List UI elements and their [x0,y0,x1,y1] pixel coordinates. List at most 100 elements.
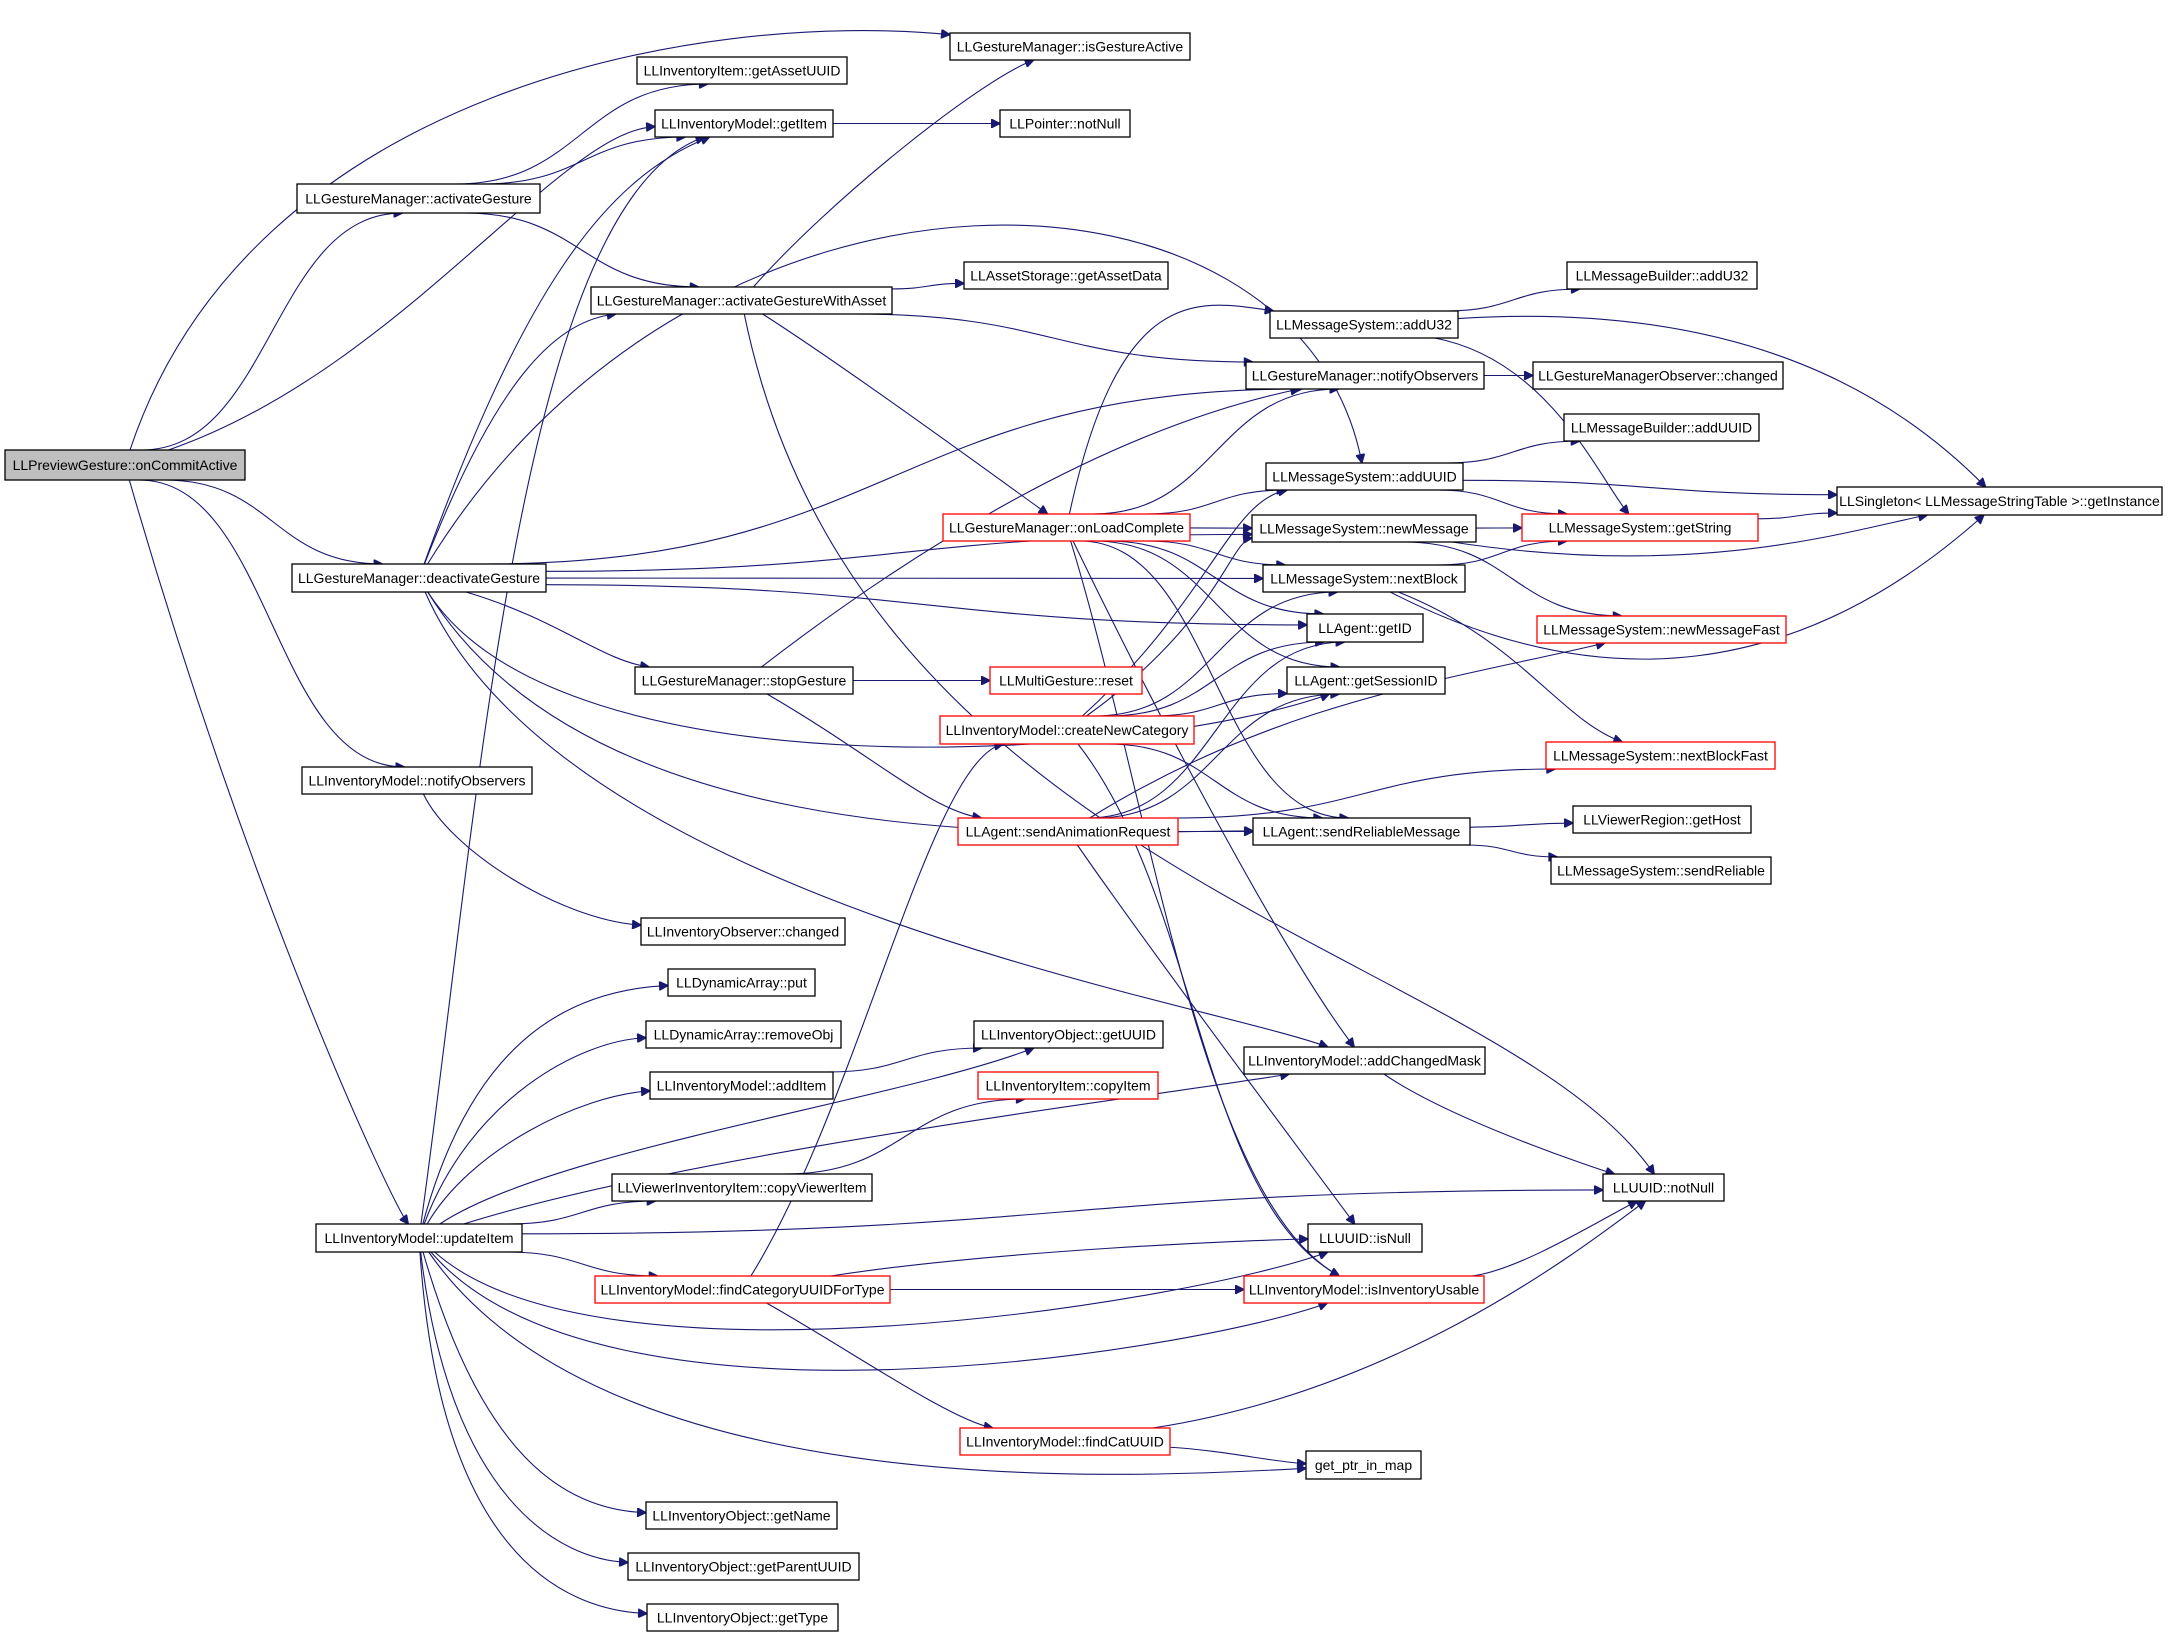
node-findCatUUID[interactable]: LLInventoryModel::findCatUUID [959,1427,1171,1456]
edge-deactivateGesture-to-msgSysAddUUID [427,224,1362,565]
node-sendReliableMessage[interactable]: LLAgent::sendReliableMessage [1252,817,1471,846]
node-invObjGetParentUUID[interactable]: LLInventoryObject::getParentUUID [627,1552,860,1581]
node-msgSysAddU32[interactable]: LLMessageSystem::addU32 [1269,310,1459,339]
node-msgSysNextBlockFast[interactable]: LLMessageSystem::nextBlockFast [1545,741,1776,770]
node-box [963,261,1169,290]
node-viewerInvItemCopy[interactable]: LLViewerInventoryItem::copyViewerItem [611,1173,873,1202]
node-pointerNotNull[interactable]: LLPointer::notNull [999,109,1131,138]
edge-sendAnimationRequest-to-agentGetID [1087,642,1345,819]
node-invObserverChanged[interactable]: LLInventoryObserver::changed [640,917,846,946]
edge-stopGesture-to-gmNotifyObservers [761,389,1299,668]
edge-stopGesture-to-sendAnimationRequest [766,693,981,818]
node-box [1265,462,1464,491]
node-msgSysNextBlock[interactable]: LLMessageSystem::nextBlock [1262,564,1466,593]
edge-findCategoryUUIDForType-to-findCatUUID [766,1302,992,1428]
edge-activateGesture-to-invItemGetAssetUUID [455,84,708,185]
node-gmObserverChanged[interactable]: LLGestureManagerObserver::changed [1532,361,1784,390]
node-box [1572,805,1752,834]
node-invModelGetItem[interactable]: LLInventoryModel::getItem [654,109,834,138]
node-label: LLMessageSystem::nextBlock [1270,571,1459,587]
node-gmNotifyObservers[interactable]: LLGestureManager::notifyObservers [1245,361,1485,390]
node-invObjGetUUID[interactable]: LLInventoryObject::getUUID [973,1020,1164,1049]
node-dynArrayPut[interactable]: LLDynamicArray::put [667,968,816,997]
node-assetStorageGetAssetData[interactable]: LLAssetStorage::getAssetData [963,261,1169,290]
node-box [1251,514,1477,543]
edge-onLoadComplete-to-msgSysAddU32 [1068,304,1273,515]
node-msgSysNewMessageFast[interactable]: LLMessageSystem::newMessageFast [1536,615,1787,644]
node-msgBuilderAddUUID[interactable]: LLMessageBuilder::addUUID [1563,413,1760,442]
edge-updateItem-to-invModelGetItem [420,137,705,1225]
node-label: LLDynamicArray::removeObj [654,1027,834,1043]
edge-onLoadComplete-to-sendReliableMessage [1079,540,1349,818]
edge-activateGestureWithAsset-to-uuidNotNull [743,313,1654,1174]
node-agentGetID[interactable]: LLAgent::getID [1306,613,1424,643]
node-box [1305,1450,1422,1480]
node-box [590,286,893,315]
node-findCategoryUUIDForType[interactable]: LLInventoryModel::findCategoryUUIDForTyp… [594,1275,891,1304]
node-invModelAddItem[interactable]: LLInventoryModel::addItem [649,1071,834,1100]
node-msgSysSendReliable[interactable]: LLMessageSystem::sendReliable [1550,856,1772,885]
node-onCommitActive[interactable]: LLPreviewGesture::onCommitActive [4,449,246,481]
node-box [654,109,834,138]
edge-updateItem-to-invObjGetName [422,1251,646,1513]
node-label: LLMessageSystem::nextBlockFast [1553,748,1768,764]
edge-deactivateGesture-to-agentGetSessionID [427,591,1329,748]
node-addChangedMask[interactable]: LLInventoryModel::addChangedMask [1243,1046,1486,1075]
edge-updateItem-to-invObjGetType [419,1251,647,1614]
node-label: LLInventoryModel::addItem [657,1078,827,1094]
edge-msgSysAddU32-to-singletonGetInstance [1457,315,1986,487]
edge-findCatUUID-to-uuidNotNull [1152,1201,1646,1429]
node-activateGestureWithAsset[interactable]: LLGestureManager::activateGestureWithAss… [590,286,893,315]
node-box [1532,361,1784,390]
node-isGestureActive[interactable]: LLGestureManager::isGestureActive [949,32,1191,61]
node-label: LLAgent::sendReliableMessage [1263,824,1461,840]
node-singletonGetInstance[interactable]: LLSingleton< LLMessageStringTable >::get… [1836,486,2163,516]
node-isInventoryUsable[interactable]: LLInventoryModel::isInventoryUsable [1243,1275,1485,1304]
node-msgSysAddUUID[interactable]: LLMessageSystem::addUUID [1265,462,1464,491]
node-invItemGetAssetUUID[interactable]: LLInventoryItem::getAssetUUID [636,56,848,85]
edge-onCommitActive-to-invModelGetItem [168,127,655,451]
edge-msgSysNextBlock-to-singletonGetInstance [1389,515,1984,660]
node-invObjGetName[interactable]: LLInventoryObject::getName [645,1501,838,1530]
node-box [989,666,1143,695]
node-box [1563,413,1760,442]
node-agentGetSessionID[interactable]: LLAgent::getSessionID [1286,666,1446,695]
edge-updateItem-to-invModelAddItem [426,1091,650,1225]
node-sendAnimationRequest[interactable]: LLAgent::sendAnimationRequest [957,817,1179,846]
node-label: LLSingleton< LLMessageStringTable >::get… [1839,493,2160,509]
node-viewerRegionGetHost[interactable]: LLViewerRegion::getHost [1572,805,1752,834]
node-msgSysNewMessage[interactable]: LLMessageSystem::newMessage [1251,514,1477,543]
node-invModelNotifyObservers[interactable]: LLInventoryModel::notifyObservers [301,766,533,795]
node-deactivateGesture[interactable]: LLGestureManager::deactivateGesture [291,563,547,593]
node-updateItem[interactable]: LLInventoryModel::updateItem [315,1223,523,1253]
node-uuidNotNull[interactable]: LLUUID::notNull [1602,1173,1725,1202]
edge-activateGestureWithAsset-to-assetStorageGetAssetData [891,283,964,290]
node-invItemCopyItem[interactable]: LLInventoryItem::copyItem [977,1071,1159,1100]
node-box [1245,361,1485,390]
edge-updateItem-to-uuidNotNull [521,1190,1603,1235]
node-box [1602,1173,1725,1202]
edge-deactivateGesture-to-addChangedMask [424,591,1328,1047]
node-getPtrInMap[interactable]: get_ptr_in_map [1305,1450,1422,1480]
node-uuidIsNull[interactable]: LLUUID::isNull [1307,1223,1423,1253]
node-label: LLPointer::notNull [1009,116,1120,132]
edge-createNewCategory-to-sendReliableMessage [1107,743,1323,818]
node-layer: LLPreviewGesture::onCommitActiveLLGestur… [4,32,2163,1632]
edge-msgSysNextBlock-to-msgSysNextBlockFast [1398,591,1622,742]
node-dynArrayRemoveObj[interactable]: LLDynamicArray::removeObj [645,1020,842,1049]
node-box [646,1603,839,1632]
edge-activateGestureWithAsset-to-onLoadComplete [762,313,1048,514]
node-activateGesture[interactable]: LLGestureManager::activateGesture [296,183,541,214]
node-msgSysGetString[interactable]: LLMessageSystem::getString [1521,513,1759,542]
node-msgBuilderAddU32[interactable]: LLMessageBuilder::addU32 [1566,261,1758,290]
node-onLoadComplete[interactable]: LLGestureManager::onLoadComplete [942,513,1191,542]
node-box [296,183,541,214]
node-multiGestureReset[interactable]: LLMultiGesture::reset [989,666,1143,695]
node-stopGesture[interactable]: LLGestureManager::stopGesture [634,666,854,695]
node-label: LLInventoryObject::getUUID [981,1027,1156,1043]
node-createNewCategory[interactable]: LLInventoryModel::createNewCategory [939,715,1195,745]
edge-sendReliableMessage-to-msgSysSendReliable [1465,844,1557,857]
node-label: LLInventoryObject::getParentUUID [635,1559,851,1575]
node-label: LLGestureManager::isGestureActive [957,39,1184,55]
node-invObjGetType[interactable]: LLInventoryObject::getType [646,1603,839,1632]
